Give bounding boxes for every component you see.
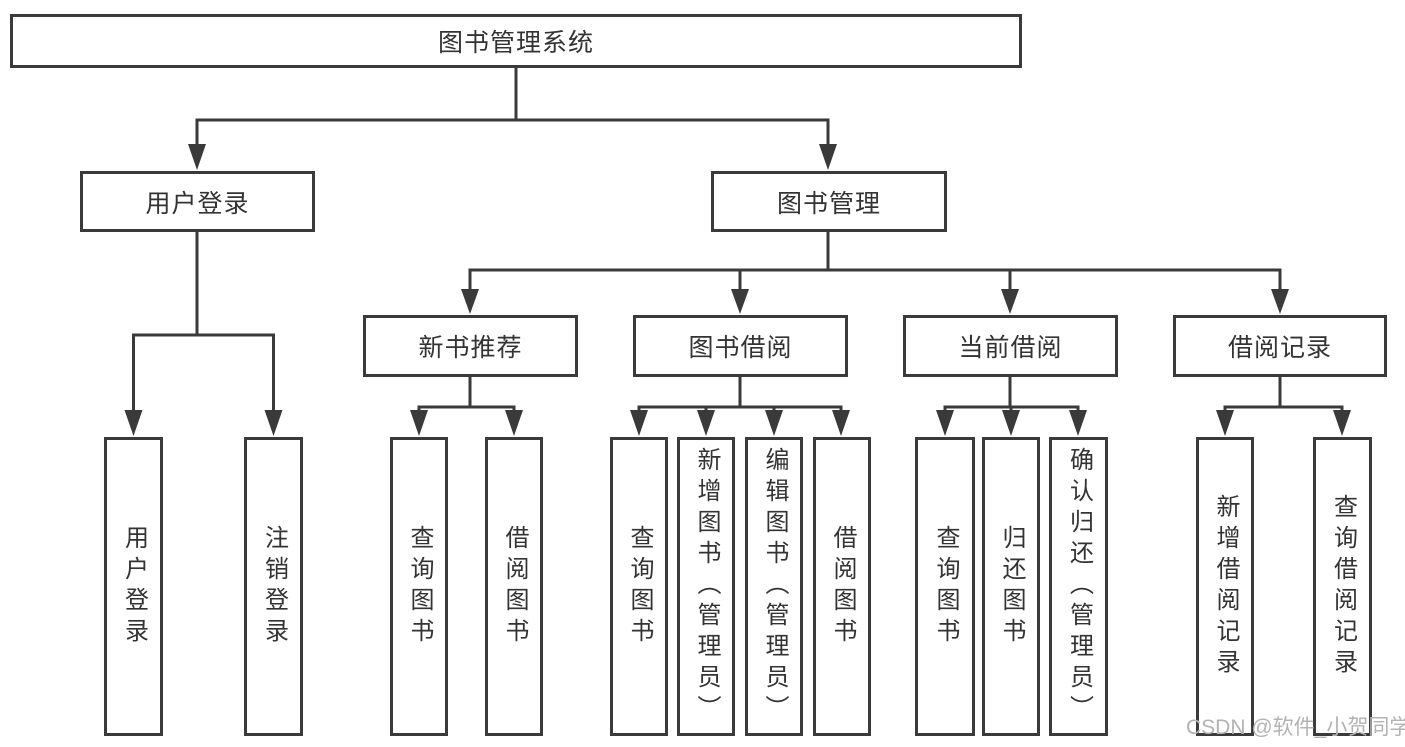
- leaf-label: 借阅图书: [829, 524, 856, 649]
- leaf-label: 用户登录: [120, 524, 148, 649]
- leaf-label: 归还图书: [998, 524, 1025, 649]
- connector-root-to-level2: [188, 66, 837, 170]
- leaf-label: 确认归还（管理员）: [1065, 447, 1093, 726]
- leaf-label: 查询图书: [932, 524, 959, 649]
- leaf-borrow-books-recommend: 借阅图书: [485, 437, 543, 736]
- leaf-borrow-books: 借阅图书: [813, 437, 871, 736]
- leaf-label: 借阅图书: [501, 524, 528, 649]
- node-user-login: 用户登录: [80, 171, 315, 232]
- node-book-management: 图书管理: [711, 171, 947, 232]
- leaf-confirm-return-admin: 确认归还（管理员）: [1049, 437, 1108, 736]
- leaf-query-books-borrow: 查询图书: [610, 437, 668, 736]
- leaf-label: 新增借阅记录: [1212, 493, 1239, 680]
- node-current-borrow: 当前借阅: [903, 315, 1118, 377]
- node-book-borrow: 图书借阅: [633, 315, 848, 377]
- connector-borrow-records-children: [1216, 375, 1351, 436]
- leaf-label: 注销登录: [260, 524, 288, 649]
- leaf-query-books-current: 查询图书: [915, 437, 975, 736]
- leaf-logout: 注销登录: [244, 437, 303, 736]
- leaf-add-borrow-record: 新增借阅记录: [1196, 437, 1254, 736]
- node-borrow-records: 借阅记录: [1173, 315, 1387, 377]
- connector-user-login-children: [124, 230, 283, 436]
- connector-current-borrow-children: [936, 375, 1087, 436]
- leaf-label: 查询图书: [406, 524, 433, 649]
- node-library-system: 图书管理系统: [10, 14, 1022, 68]
- leaf-user-login: 用户登录: [104, 437, 163, 736]
- leaf-label: 查询图书: [626, 524, 653, 649]
- leaf-add-book-admin: 新增图书（管理员）: [677, 437, 735, 736]
- watermark: CSDN @软件_小贺同学: [1186, 716, 1405, 739]
- leaf-query-books-recommend: 查询图书: [390, 437, 448, 736]
- connector-book-management-children: [461, 230, 1289, 314]
- connector-new-book-recommend-children: [410, 375, 523, 436]
- connector-book-borrow-children: [630, 375, 850, 436]
- leaf-label: 查询借阅记录: [1329, 493, 1357, 680]
- leaf-edit-book-admin: 编辑图书（管理员）: [745, 437, 803, 736]
- leaf-label: 编辑图书（管理员）: [761, 447, 788, 726]
- leaf-return-book: 归还图书: [982, 437, 1040, 736]
- leaf-query-borrow-record: 查询借阅记录: [1313, 437, 1372, 736]
- node-new-book-recommend: 新书推荐: [363, 315, 578, 377]
- leaf-label: 新增图书（管理员）: [693, 447, 720, 726]
